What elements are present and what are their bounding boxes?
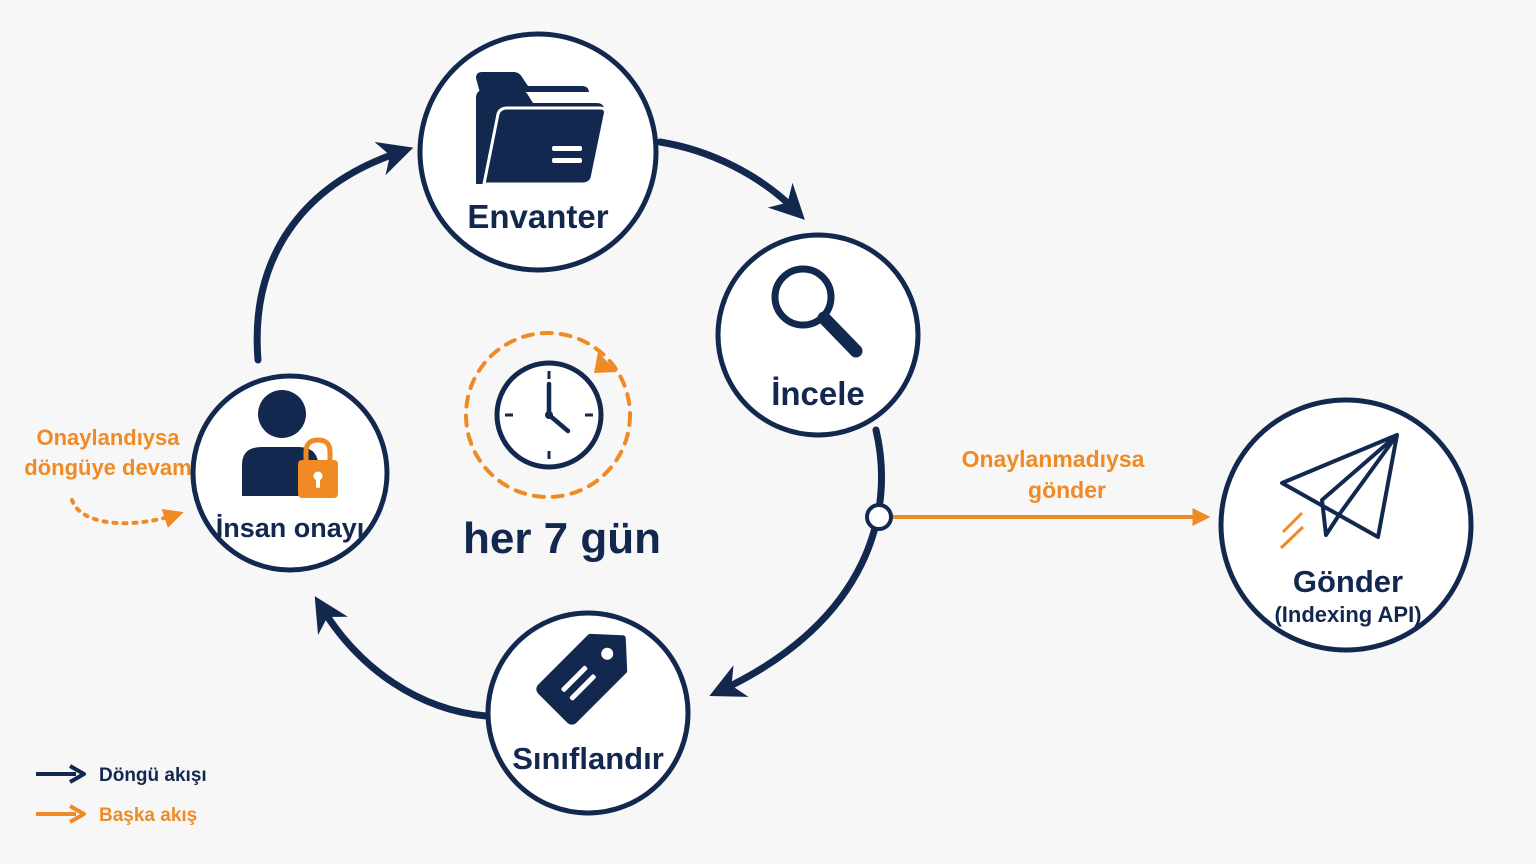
arrow-envanter-to-incele [656, 138, 805, 220]
node-incele-label: İncele [771, 375, 865, 412]
node-insan-onayi: İnsan onayı [190, 373, 390, 573]
legend: Döngü akışı Başka akış [36, 764, 207, 826]
center-label: her 7 gün [463, 514, 661, 563]
approved-annotation: Onaylandıysa döngüye devam [24, 425, 192, 528]
legend-item-cycle: Döngü akışı [36, 764, 207, 786]
branch-junction [865, 503, 893, 531]
node-gonder-sublabel: (Indexing API) [1274, 602, 1421, 627]
legend-item-other: Başka akış [36, 804, 197, 826]
node-gonder: Gönder (Indexing API) [1218, 397, 1474, 653]
paper-plane-icon [1279, 433, 1399, 550]
node-siniflandir-label: Sınıflandır [512, 741, 664, 776]
clock-icon [494, 360, 604, 470]
legend-label-other: Başka akış [99, 805, 197, 826]
folder-icon [476, 72, 607, 186]
not-approved-line2: gönder [1028, 477, 1106, 503]
magnifier-icon [771, 265, 863, 358]
legend-label-cycle: Döngü akışı [99, 765, 207, 786]
not-approved-line1: Onaylanmadıysa [962, 446, 1145, 472]
node-incele: İncele [715, 232, 921, 438]
arrow-insan-onayi-to-envanter [253, 141, 414, 364]
node-siniflandir: Sınıflandır [485, 610, 691, 816]
dashed-ring-arrowhead [594, 352, 617, 373]
approved-line1: Onaylandıysa [36, 425, 180, 450]
arrow-siniflandir-to-insan-onayi [314, 596, 490, 720]
node-insan-onayi-label: İnsan onayı [216, 513, 365, 543]
dashed-ring [464, 331, 632, 499]
approved-line2: döngüye devam [24, 455, 191, 480]
tag-icon [536, 633, 628, 725]
node-gonder-label: Gönder [1293, 564, 1403, 599]
node-envanter: Envanter [417, 31, 659, 273]
node-envanter-label: Envanter [467, 198, 608, 235]
cycle-arrows [253, 138, 885, 720]
approved-dotted-arrow [70, 498, 184, 528]
arrow-incele-to-siniflandir [709, 426, 885, 697]
center-cycle: her 7 gün [463, 331, 661, 563]
branch-flow: Onaylanmadıysa gönder [865, 446, 1211, 531]
user-lock-icon [242, 390, 338, 498]
